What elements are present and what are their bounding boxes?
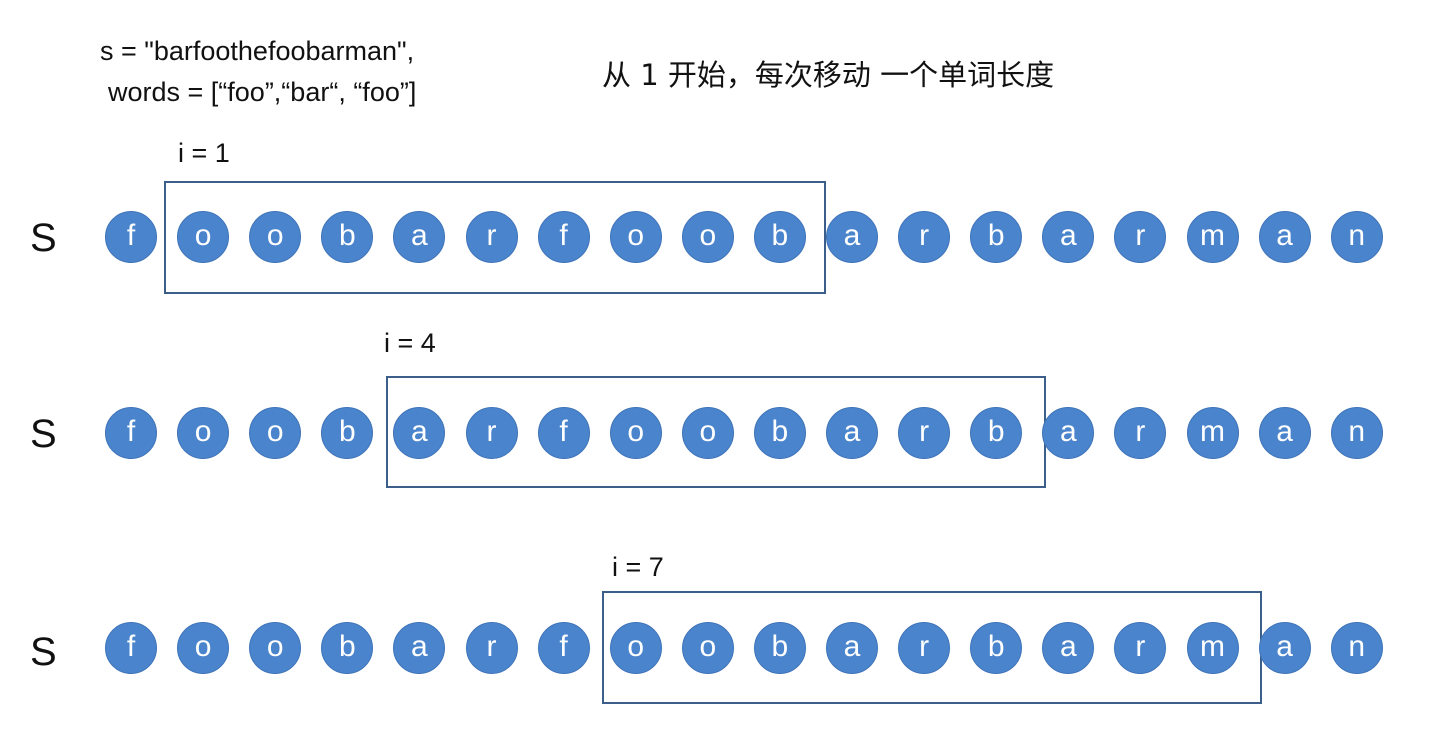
row-3-s-label: S	[30, 630, 57, 674]
char-circle: n	[1330, 622, 1383, 674]
char-circle: f	[105, 407, 157, 459]
row-2-i-label: i = 4	[384, 328, 436, 358]
char-circle: r	[898, 407, 951, 459]
char-circle: a	[826, 622, 878, 674]
char-circle: f	[537, 211, 590, 263]
char-circle: a	[1042, 211, 1095, 263]
char-circle: f	[105, 211, 157, 263]
char-circle: b	[970, 407, 1023, 459]
char-circle: r	[1114, 211, 1167, 263]
char-circle: n	[1330, 407, 1383, 459]
char-circle: a	[1258, 407, 1311, 459]
char-circle: b	[753, 211, 806, 263]
row-1-window	[164, 181, 826, 294]
char-circle: b	[753, 622, 806, 674]
char-circle: b	[321, 211, 374, 263]
s-string-definition: s = "barfoothefoobarman",	[100, 36, 415, 66]
char-circle: b	[970, 622, 1023, 674]
row-1-s-label: S	[30, 216, 57, 260]
char-circle: f	[105, 622, 157, 674]
char-circle: o	[681, 211, 734, 263]
char-circle: a	[1258, 211, 1311, 263]
char-circle: b	[753, 407, 806, 459]
char-circle: b	[970, 211, 1023, 263]
char-circle: o	[177, 211, 230, 263]
row-3-i-label: i = 7	[612, 552, 664, 582]
char-circle: r	[465, 622, 518, 674]
words-list-definition: words = [“foo”,“bar“, “foo”]	[108, 77, 417, 107]
char-circle: a	[393, 407, 446, 459]
description-text: 从 1 开始，每次移动 一个单词长度	[602, 58, 1055, 92]
char-circle: m	[1186, 622, 1239, 674]
char-circle: o	[249, 622, 302, 674]
char-circle: a	[1042, 407, 1095, 459]
row-1-i-label: i = 1	[178, 138, 230, 168]
char-circle: r	[898, 622, 951, 674]
char-circle: o	[609, 407, 662, 459]
char-circle: o	[609, 622, 662, 674]
char-circle: o	[249, 211, 302, 263]
char-circle: r	[898, 211, 951, 263]
char-circle: r	[465, 211, 518, 263]
char-circle: a	[826, 211, 878, 263]
char-circle: o	[681, 622, 734, 674]
char-circle: a	[826, 407, 878, 459]
char-circle: a	[393, 211, 446, 263]
char-circle: r	[1114, 407, 1167, 459]
char-circle: m	[1186, 211, 1239, 263]
char-circle: r	[465, 407, 518, 459]
char-circle: f	[537, 407, 590, 459]
char-circle: o	[249, 407, 302, 459]
char-circle: b	[321, 622, 374, 674]
char-circle: o	[177, 622, 230, 674]
char-circle: o	[177, 407, 230, 459]
char-circle: r	[1114, 622, 1167, 674]
char-circle: n	[1330, 211, 1383, 263]
row-2-s-label: S	[30, 412, 57, 456]
char-circle: b	[321, 407, 374, 459]
char-circle: o	[609, 211, 662, 263]
char-circle: a	[393, 622, 446, 674]
char-circle: m	[1186, 407, 1239, 459]
char-circle: f	[537, 622, 590, 674]
char-circle: a	[1042, 622, 1095, 674]
char-circle: a	[1258, 622, 1311, 674]
char-circle: o	[681, 407, 734, 459]
